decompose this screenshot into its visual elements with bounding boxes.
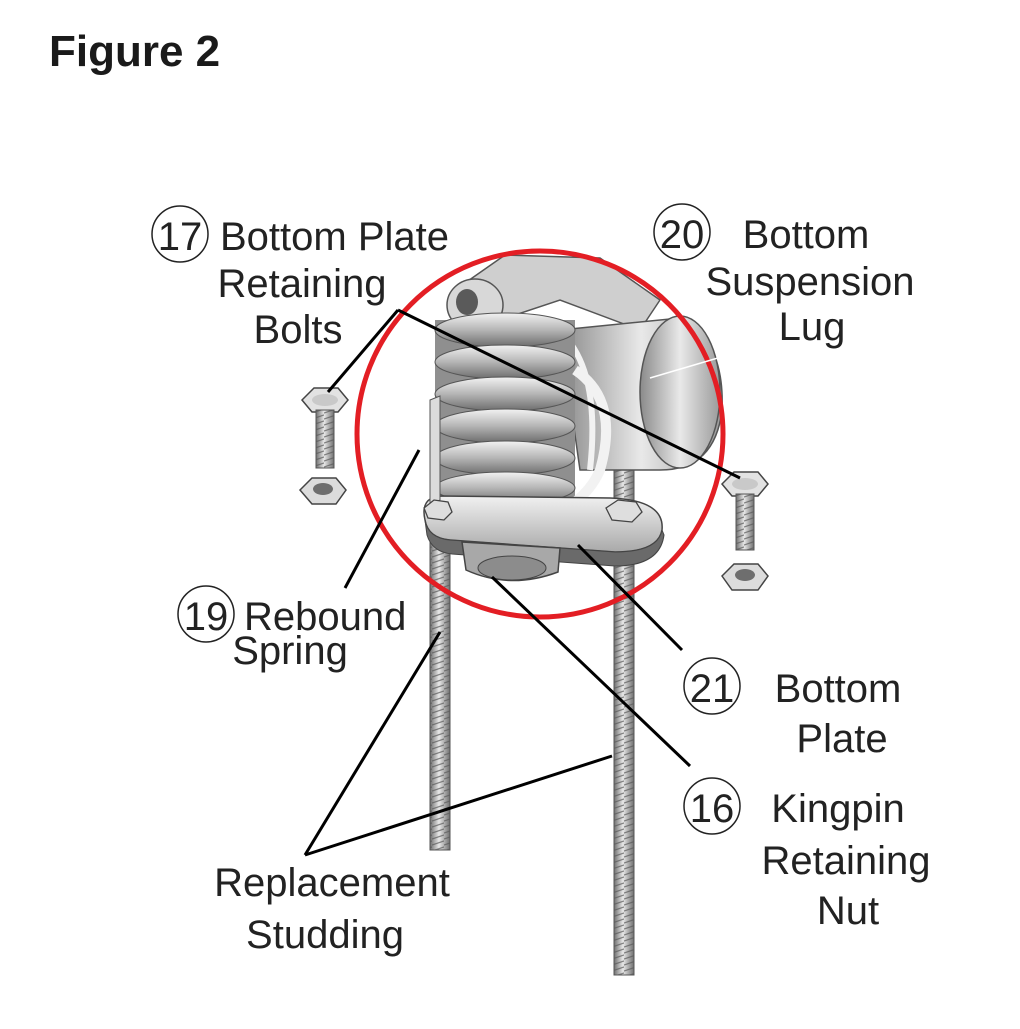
leader-studding-right (305, 756, 612, 855)
callout-21-number: 21 (690, 667, 735, 711)
callout-studding-line2: Studding (246, 913, 404, 957)
retaining-bolt-left (302, 388, 348, 468)
callout-studding: Replacement Studding (214, 861, 450, 957)
callout-17-line3: Bolts (254, 308, 343, 352)
callout-16-line2: Retaining (761, 839, 930, 883)
retaining-nut-right (722, 564, 768, 590)
callout-17-number: 17 (158, 215, 203, 259)
callout-17-line1: Bottom Plate (220, 215, 449, 259)
callout-17-line2: Retaining (217, 262, 386, 306)
kingpin-retaining-nut (462, 542, 560, 581)
callout-16-line1: Kingpin (771, 787, 904, 831)
callout-16-line3: Nut (817, 889, 879, 933)
callout-20-line2: Suspension (705, 260, 914, 304)
callout-studding-line1: Replacement (214, 861, 450, 905)
callout-19: 19 Rebound Spring (178, 586, 406, 673)
callout-17: 17 Bottom Plate Retaining Bolts (152, 206, 449, 352)
callout-16-number: 16 (690, 787, 735, 831)
callout-21-line1: Bottom (775, 667, 902, 711)
callout-21: 21 Bottom Plate (684, 658, 901, 761)
figure-title: Figure 2 (49, 27, 220, 76)
callout-21-line2: Plate (796, 717, 887, 761)
leader-19 (345, 450, 419, 588)
retaining-bolt-right (722, 472, 768, 550)
retaining-nut-left (300, 478, 346, 504)
coil-spring (435, 313, 575, 510)
callout-16: 16 Kingpin Retaining Nut (684, 778, 931, 933)
callout-20-number: 20 (660, 213, 705, 257)
leader-16 (492, 577, 690, 766)
callout-20-line1: Bottom (743, 213, 870, 257)
callout-19-number: 19 (184, 595, 229, 639)
callout-19-line2: Spring (232, 629, 348, 673)
callout-20-line3: Lug (779, 305, 846, 349)
